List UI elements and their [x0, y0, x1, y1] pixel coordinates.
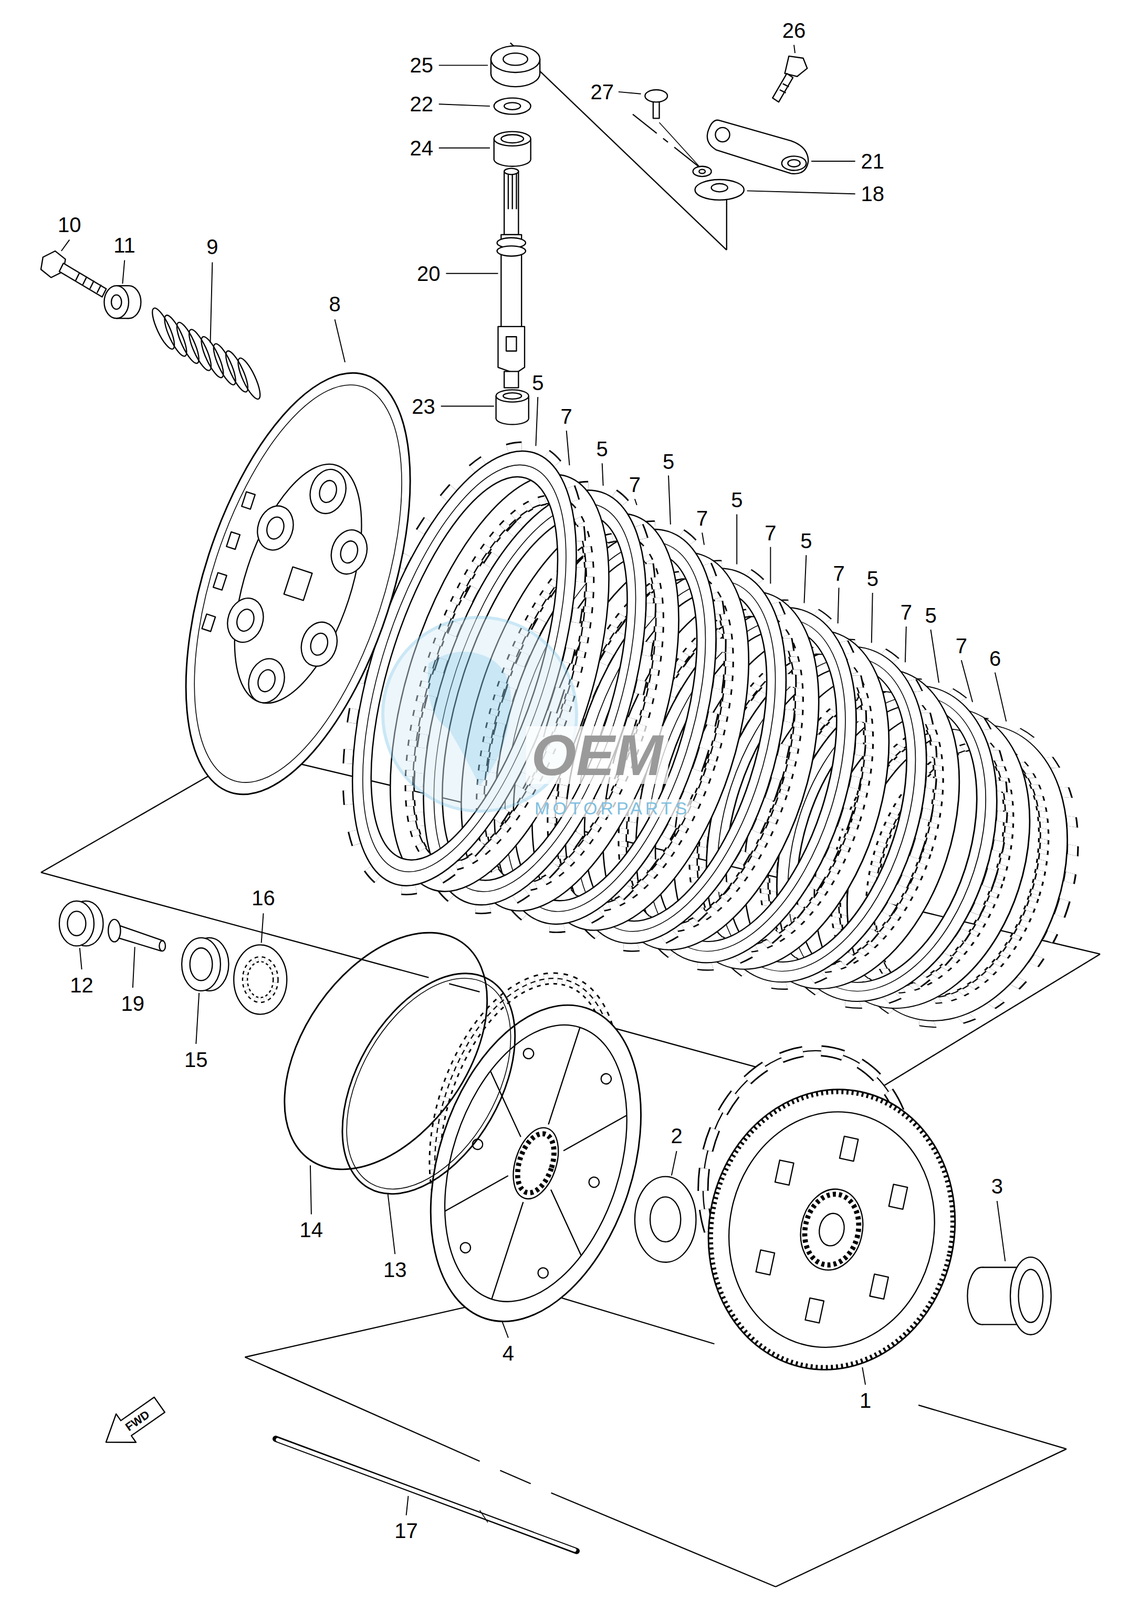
- callout-number: 11: [113, 234, 136, 256]
- clutch-housing: [667, 1031, 988, 1393]
- callout-number: 7: [955, 635, 968, 657]
- washer: [494, 98, 531, 115]
- push-rod: [275, 1438, 577, 1552]
- screw: [644, 89, 700, 168]
- callout-number: 20: [416, 263, 441, 285]
- callout-number: 8: [328, 293, 341, 315]
- callout-number: 7: [900, 601, 913, 623]
- watermark-text: MOTORPARTS: [531, 799, 694, 818]
- callout-number: 6: [989, 647, 1001, 669]
- callout-number: 5: [924, 604, 937, 626]
- callout-number: 12: [69, 974, 94, 996]
- clutch-hub: [383, 955, 685, 1349]
- callout-number: 5: [800, 530, 812, 552]
- callout-number: 5: [730, 489, 743, 511]
- callout-number: 27: [590, 81, 614, 103]
- callout-number: 21: [861, 150, 885, 172]
- release-lever: [707, 120, 809, 174]
- callout-number: 2: [670, 1125, 683, 1147]
- wire-ring: [243, 895, 529, 1207]
- callout-number: 5: [531, 372, 544, 394]
- callout-number: 7: [764, 522, 777, 544]
- callout-number: 5: [866, 568, 879, 590]
- needle-bearing: [494, 131, 531, 167]
- callout-number: 7: [696, 507, 708, 529]
- release-shaft: [497, 168, 526, 389]
- callout-number: 7: [832, 562, 845, 584]
- direction-label: FWD: [123, 1408, 153, 1434]
- callout-number: 5: [662, 451, 675, 473]
- callout-number: 5: [596, 438, 609, 460]
- clutch-plates: [300, 419, 1111, 1054]
- lock-washer: [233, 944, 287, 1014]
- pin: [108, 919, 166, 951]
- clutch-spring: [148, 305, 265, 402]
- callout-number: 16: [251, 887, 276, 909]
- oil-seal: [181, 937, 229, 991]
- callout-number: 4: [502, 1342, 515, 1364]
- bolt: [772, 56, 808, 102]
- callout-number: 18: [861, 183, 885, 205]
- watermark-text: OEM: [526, 726, 669, 784]
- callout-number: 3: [991, 1175, 1003, 1197]
- bearing: [59, 901, 104, 947]
- oil-seal: [490, 45, 540, 87]
- spring-seat: [103, 285, 141, 319]
- sleeve: [967, 1257, 1051, 1335]
- callout-number: 24: [409, 137, 434, 159]
- leader-lines: [61, 45, 1007, 1516]
- group-brackets: [40, 43, 1101, 1587]
- callout-number: 15: [184, 1049, 208, 1071]
- callout-number: 19: [120, 992, 145, 1014]
- washer: [693, 166, 745, 201]
- forward-arrow: [96, 1390, 170, 1457]
- callout-number: 1: [859, 1389, 872, 1411]
- callout-number: 7: [629, 474, 641, 496]
- callout-number: 17: [394, 1520, 418, 1542]
- callout-number: 7: [560, 405, 573, 427]
- callout-number: 26: [782, 19, 807, 41]
- callout-number: 25: [409, 54, 434, 76]
- callout-number: 14: [299, 1219, 324, 1241]
- needle-bearing: [496, 389, 529, 425]
- bolt: [40, 250, 107, 297]
- callout-number: 9: [206, 236, 218, 258]
- callout-number: 23: [411, 395, 436, 417]
- callout-number: 13: [383, 1259, 407, 1281]
- callout-number: 10: [57, 214, 82, 236]
- wire-ring: [306, 943, 551, 1224]
- callout-number: 22: [409, 93, 434, 115]
- thrust-washer: [634, 1176, 697, 1263]
